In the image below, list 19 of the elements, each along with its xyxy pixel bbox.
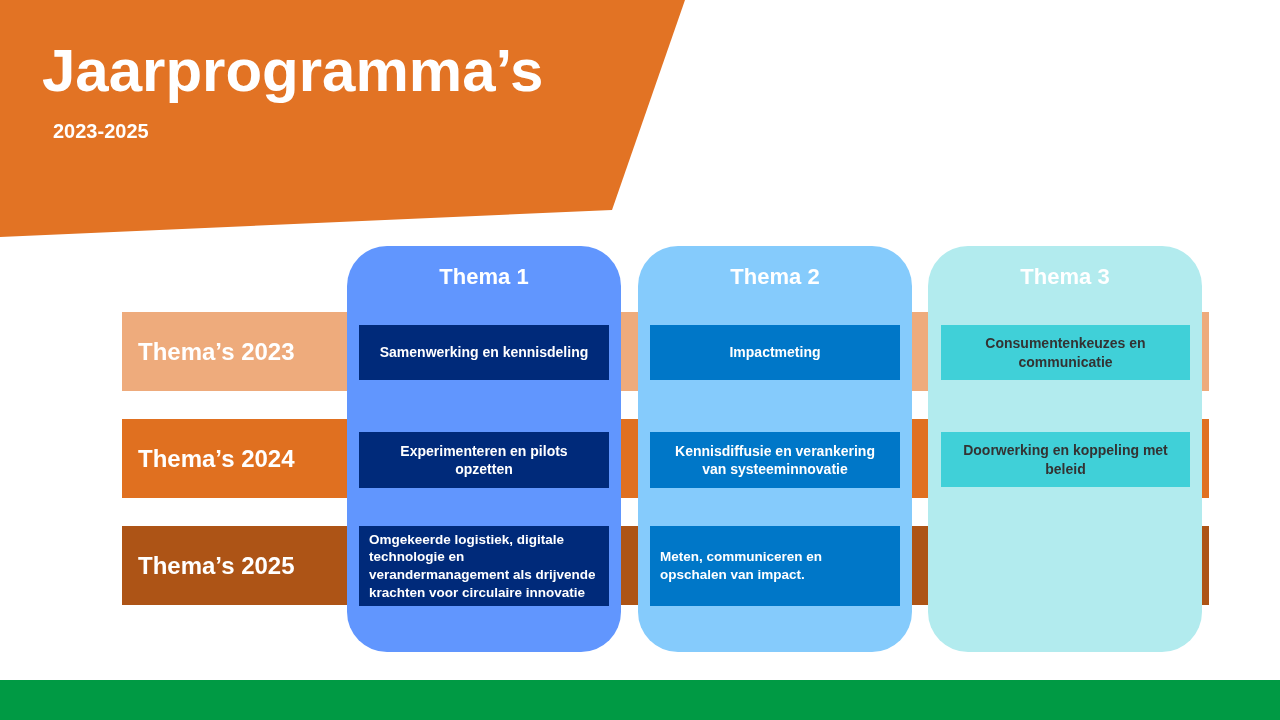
topic-box: Samenwerking en kennisdeling [359, 325, 609, 380]
theme-column [928, 246, 1202, 652]
topic-box: Kennisdiffusie en verankering van systeeminnovatie [650, 432, 900, 488]
topic-box: Meten, communiceren en opschalen van impact. [650, 526, 900, 606]
row-band: Thema’s 2024 [122, 419, 347, 498]
topic-box: Impactmeting [650, 325, 900, 380]
topic-box: Omgekeerde logistiek, digitale technologie en verandermanagement als drijvende krachten voor circulaire innovatie [359, 526, 609, 606]
title: Jaarprogramma’s [42, 36, 544, 105]
topic-box: Consumentenkeuzes en communicatie [941, 325, 1190, 380]
theme-column [347, 246, 621, 652]
row-band: Thema’s 2025 [122, 526, 347, 605]
subtitle: 2023-2025 [53, 120, 149, 143]
column-heading: Thema 2 [729, 264, 821, 290]
theme-column [638, 246, 912, 652]
column-heading: Thema 3 [1019, 264, 1111, 290]
topic-box: Doorwerking en koppeling met beleid [941, 432, 1190, 487]
row-band: Thema’s 2023 [122, 312, 347, 391]
column-heading: Thema 1 [438, 264, 530, 290]
topic-box: Experimenteren en pilots opzetten [359, 432, 609, 488]
